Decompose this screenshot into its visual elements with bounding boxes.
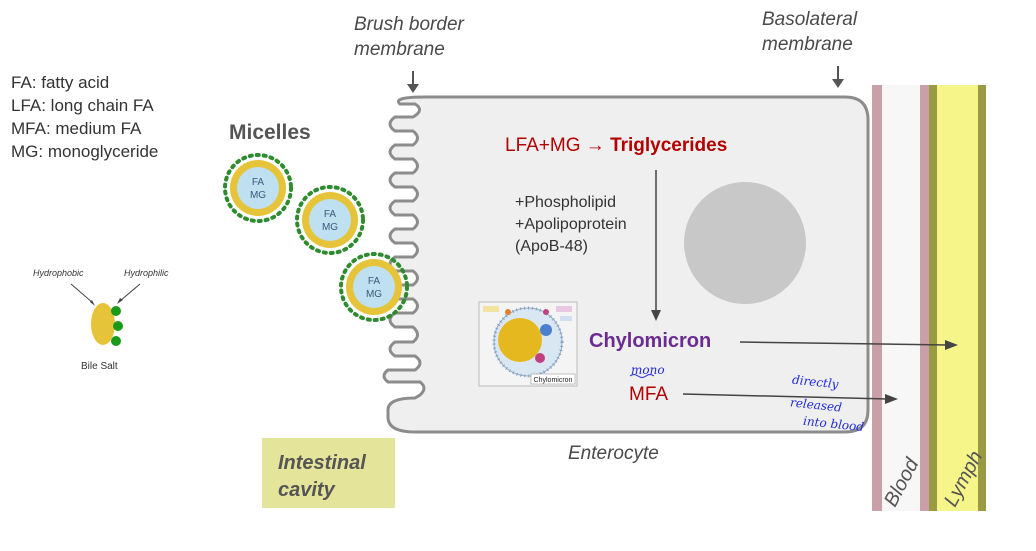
micelle-3-fa: FA: [368, 276, 381, 287]
additions-list: +Phospholipid +Apolipoprotein (ApoB-48): [515, 192, 627, 258]
handwriting-squiggle: [629, 374, 655, 378]
lymph-vessel: [929, 85, 986, 511]
reaction-line: LFA+MG → Triglycerides: [505, 135, 727, 157]
reaction-prefix: LFA+MG →: [505, 135, 605, 156]
brush-border-arrow: [407, 71, 419, 93]
reaction-product: Triglycerides: [610, 135, 728, 156]
addition-phospholipid: +Phospholipid: [515, 194, 616, 211]
bile-salt-caption: Bile Salt: [81, 361, 118, 372]
intestinal-cavity-label: Intestinal cavity: [278, 452, 366, 501]
blood-vessel: [872, 85, 929, 511]
hydrophobic-label: Hydrophobic: [33, 268, 84, 278]
chylomicron-label: Chylomicron: [589, 330, 712, 352]
basolateral-arrow: [832, 66, 844, 88]
handwriting-mono: mono: [631, 363, 665, 377]
micelle-2: FA MG: [295, 185, 365, 255]
triglyceride-to-chylomicron-arrow: [651, 170, 661, 321]
legend-lfa: LFA: long chain FA: [11, 96, 154, 115]
legend-fa: FA: fatty acid: [11, 73, 110, 92]
intestinal-cavity-box: Intestinal cavity: [262, 438, 395, 508]
micelle-3: FA MG: [339, 252, 409, 322]
chylomicron-to-lymph-arrow: [739, 340, 958, 350]
micelle-1: FA MG: [223, 153, 293, 223]
basolateral-label: Basolateral membrane: [762, 9, 858, 55]
hydrophilic-label: Hydrophilic: [124, 268, 169, 278]
mfa-to-blood-arrow: [682, 393, 898, 404]
micelle-3-mg: MG: [366, 289, 382, 300]
chylomicron-image-caption: Chylomicron: [534, 377, 573, 384]
chylomicron-image: [478, 301, 578, 387]
mfa-label: MFA: [629, 384, 669, 405]
micelle-2-fa: FA: [324, 209, 337, 220]
legend-mg: MG: monoglyceride: [11, 142, 159, 161]
addition-apolipoprotein: +Apolipoprotein: [515, 216, 627, 233]
legend-mfa: MFA: medium FA: [11, 119, 142, 138]
bile-salt-drawing: [70, 283, 141, 346]
enterocyte-label: Enterocyte: [568, 443, 659, 464]
micelles-title: Micelles: [229, 121, 311, 144]
micelle-1-mg: MG: [250, 190, 266, 201]
micelle-1-fa: FA: [252, 177, 265, 188]
nucleus: [684, 182, 806, 304]
brush-border-label: Brush border membrane: [354, 14, 464, 60]
micelle-2-mg: MG: [322, 222, 338, 233]
abbreviation-legend: FA: fatty acid LFA: long chain FA MFA: m…: [11, 71, 158, 163]
addition-apob: (ApoB-48): [515, 238, 588, 255]
